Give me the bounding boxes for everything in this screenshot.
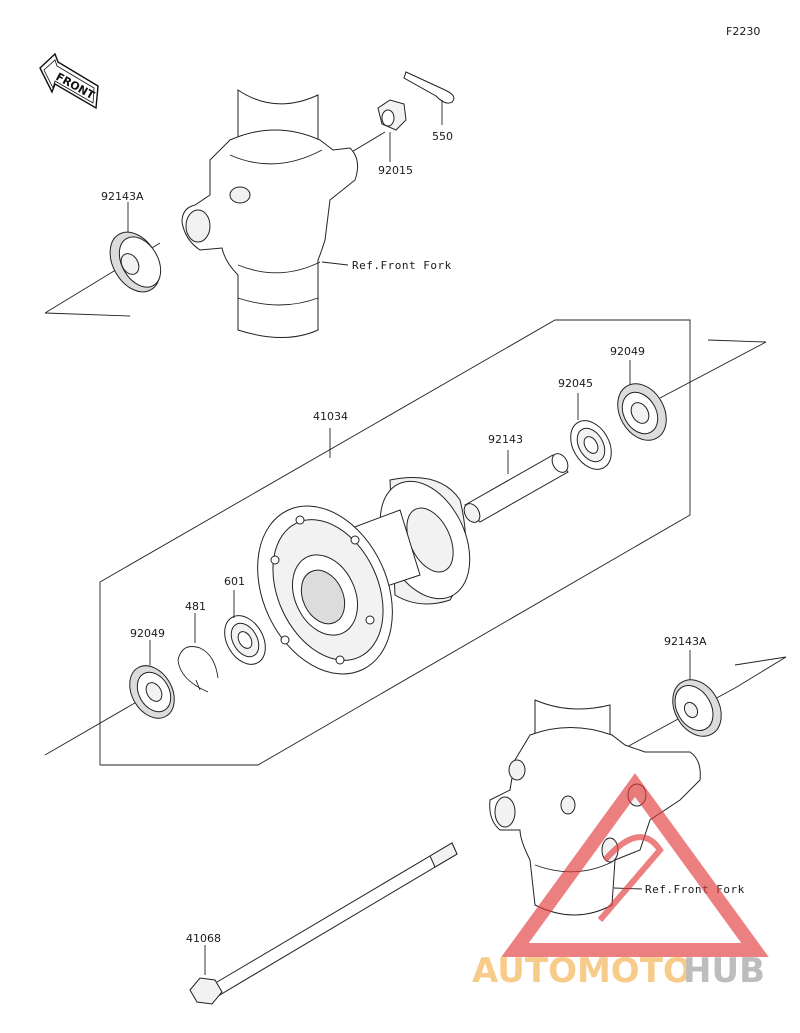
- label-92143: 92143: [488, 433, 523, 446]
- label-92143a-top: 92143A: [101, 190, 144, 203]
- front-arrow-icon: FRONT: [39, 52, 99, 110]
- axle-41068: [189, 842, 458, 1005]
- watermark-text-part2: HUB: [683, 951, 765, 991]
- wheel-hub: [257, 477, 471, 675]
- bearing-601: [224, 615, 266, 665]
- ref-front-fork-bottom: Ref.Front Fork: [645, 883, 745, 896]
- front-fork-bottom: [489, 679, 722, 916]
- front-fork-top: [44, 71, 455, 338]
- label-550: 550: [432, 130, 453, 143]
- label-41068: 41068: [186, 932, 221, 945]
- label-41034: 41034: [313, 410, 348, 423]
- label-92045: 92045: [558, 377, 593, 390]
- watermark-logo: AUTOMOTO HUB: [472, 773, 769, 991]
- ref-front-fork-top: Ref.Front Fork: [352, 259, 452, 272]
- watermark-triangle-icon: [501, 773, 769, 957]
- label-92049-left: 92049: [130, 627, 165, 640]
- spacer-92143: [463, 453, 569, 523]
- label-92049-right: 92049: [610, 345, 645, 358]
- seal-92049-left: [129, 665, 175, 719]
- seal-92049-right: [617, 383, 667, 441]
- label-92015: 92015: [378, 164, 413, 177]
- watermark-text-part1: AUTOMOTO: [472, 951, 692, 991]
- label-92143a-bottom: 92143A: [664, 635, 707, 648]
- figure-code: F2230: [726, 25, 760, 38]
- hub-group-frame: [99, 319, 691, 766]
- label-481: 481: [185, 600, 206, 613]
- label-601: 601: [224, 575, 245, 588]
- circlip-481: [177, 646, 219, 693]
- bearing-92045: [570, 420, 612, 470]
